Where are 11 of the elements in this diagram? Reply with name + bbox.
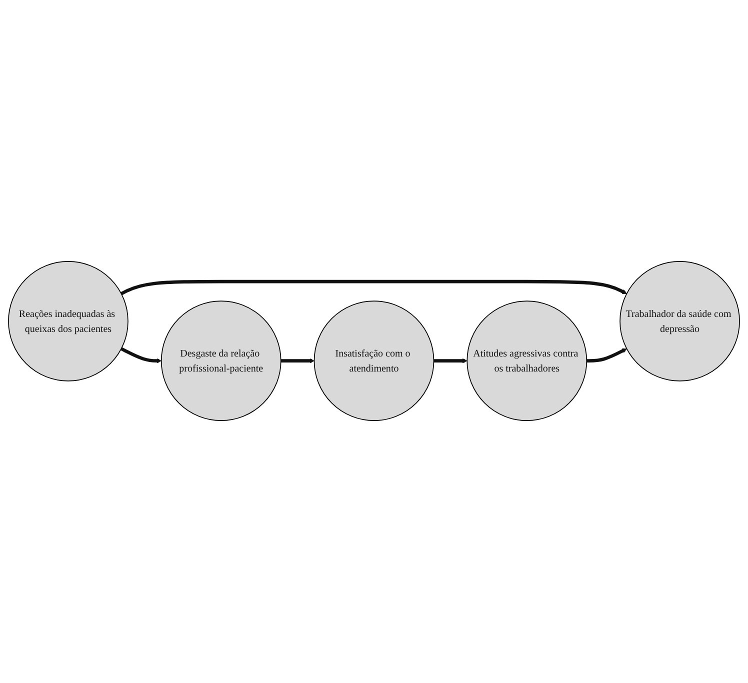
node-circle	[466, 301, 588, 422]
arrow	[586, 348, 627, 363]
arrow	[120, 280, 627, 296]
arrow	[434, 358, 468, 364]
node-circle	[620, 262, 740, 382]
node-circle	[160, 301, 282, 422]
arrow	[120, 348, 162, 364]
arrow	[280, 358, 314, 364]
node-circle	[8, 262, 128, 382]
node-circle	[314, 301, 434, 422]
cycle-diagram: Trabalhador da saúde com depressão Atitudes agressivas contra os trabalhadores Reações inadequadas às queixas dos pacientes Insatisfação com o atendimento Desgaste da relação profissional-paciente	[4, 257, 744, 426]
